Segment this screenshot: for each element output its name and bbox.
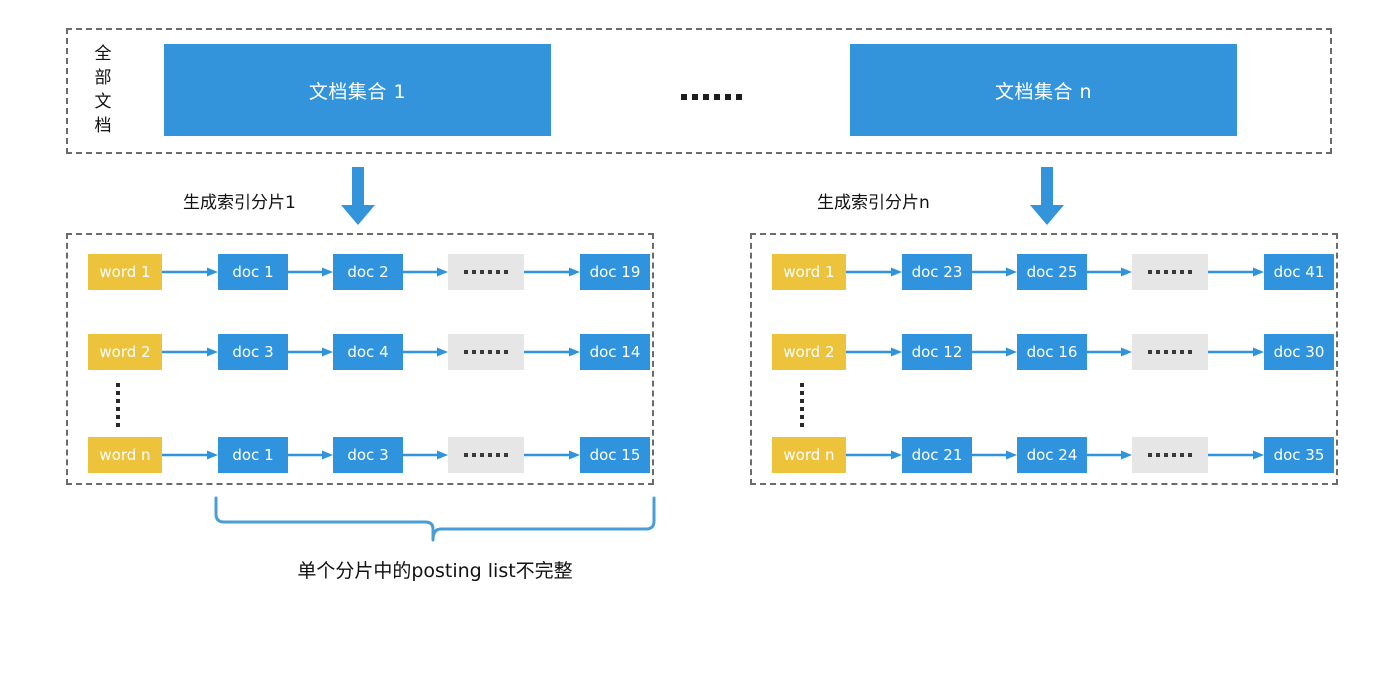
doc-ellipsis-cell [448,334,524,370]
doc-cell: doc 4 [333,334,403,370]
brace-caption: 单个分片中的posting list不完整 [297,560,573,582]
link-arrow-icon [972,347,1017,357]
link-arrow-icon [524,347,580,357]
rows-vertical-ellipsis-icon [116,383,120,427]
link-arrow-icon [162,347,218,357]
ellipsis-icon [1148,270,1192,274]
link-arrow-icon [288,267,333,277]
doc-cell: doc 30 [1264,334,1334,370]
doc-ellipsis-cell [448,437,524,473]
collections-ellipsis-icon [681,94,742,100]
link-arrow-icon [846,347,902,357]
posting-list-row: word n doc 21 doc 24 doc 35 [772,437,1334,473]
doc-cell: doc 14 [580,334,650,370]
word-cell: word 1 [88,254,162,290]
doc-ellipsis-cell [1132,254,1208,290]
posting-list-row: word n doc 1 doc 3 doc 15 [88,437,650,473]
doc-cell: doc 15 [580,437,650,473]
doc-cell: doc 19 [580,254,650,290]
doc-cell: doc 24 [1017,437,1087,473]
ellipsis-icon [1148,350,1192,354]
doc-ellipsis-cell [1132,334,1208,370]
generate-shard-1-label: 生成索引分片1 [183,193,296,213]
posting-list-row: word 1 doc 1 doc 2 doc 19 [88,254,650,290]
ellipsis-icon [464,270,508,274]
down-arrow-icon-1 [341,167,375,225]
brace-icon [214,496,656,542]
doc-cell: doc 12 [902,334,972,370]
word-cell: word 2 [772,334,846,370]
document-collection-1: 文档集合 1 [164,44,551,136]
index-shard-1-container: word 1 doc 1 doc 2 doc 19 [66,233,654,485]
link-arrow-icon [162,450,218,460]
doc-cell: doc 16 [1017,334,1087,370]
doc-ellipsis-cell [448,254,524,290]
link-arrow-icon [288,347,333,357]
link-arrow-icon [1208,267,1264,277]
link-arrow-icon [846,267,902,277]
link-arrow-icon [1208,347,1264,357]
link-arrow-icon [846,450,902,460]
doc-cell: doc 1 [218,437,288,473]
word-cell: word 2 [88,334,162,370]
doc-cell: doc 21 [902,437,972,473]
generate-shard-n-label: 生成索引分片n [817,193,930,213]
doc-cell: doc 3 [333,437,403,473]
link-arrow-icon [524,267,580,277]
link-arrow-icon [162,267,218,277]
link-arrow-icon [1208,450,1264,460]
doc-cell: doc 1 [218,254,288,290]
word-cell: word 1 [772,254,846,290]
posting-list-row: word 2 doc 3 doc 4 doc 14 [88,334,650,370]
document-collection-n: 文档集合 n [850,44,1237,136]
doc-cell: doc 2 [333,254,403,290]
ellipsis-icon [1148,453,1192,457]
ellipsis-icon [464,453,508,457]
posting-list-row: word 1 doc 23 doc 25 doc 41 [772,254,1334,290]
doc-cell: doc 41 [1264,254,1334,290]
link-arrow-icon [972,267,1017,277]
doc-cell: doc 35 [1264,437,1334,473]
link-arrow-icon [403,450,448,460]
link-arrow-icon [524,450,580,460]
posting-list-row: word 2 doc 12 doc 16 doc 30 [772,334,1334,370]
ellipsis-icon [464,350,508,354]
link-arrow-icon [1087,450,1132,460]
link-arrow-icon [972,450,1017,460]
doc-cell: doc 25 [1017,254,1087,290]
link-arrow-icon [403,347,448,357]
word-cell: word n [88,437,162,473]
all-documents-label: 全 部 文 档 [94,44,112,136]
link-arrow-icon [403,267,448,277]
link-arrow-icon [288,450,333,460]
rows-vertical-ellipsis-icon [800,383,804,427]
link-arrow-icon [1087,347,1132,357]
down-arrow-icon-n [1030,167,1064,225]
doc-cell: doc 3 [218,334,288,370]
doc-cell: doc 23 [902,254,972,290]
index-shard-n-container: word 1 doc 23 doc 25 doc 41 [750,233,1338,485]
word-cell: word n [772,437,846,473]
link-arrow-icon [1087,267,1132,277]
doc-ellipsis-cell [1132,437,1208,473]
